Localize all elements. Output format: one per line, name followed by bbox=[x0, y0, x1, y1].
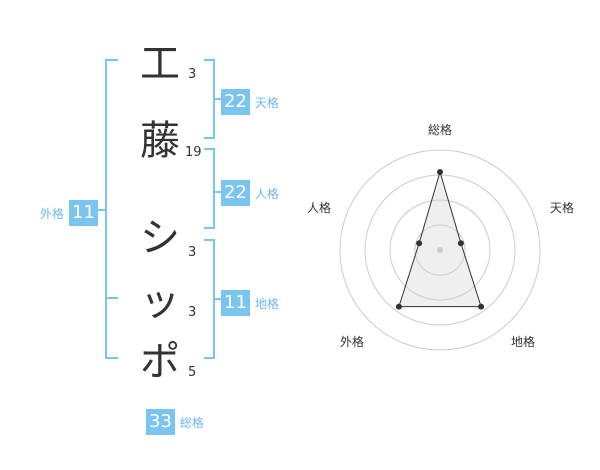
radar-point-1 bbox=[437, 169, 443, 175]
radar-axis-label-jinkaku: 人格 bbox=[307, 201, 332, 215]
stroke-count-1: 3 bbox=[188, 67, 197, 82]
radar-axis-label-chikaku: 地格 bbox=[511, 335, 536, 349]
gaikaku-badge: 11 外格 bbox=[40, 200, 98, 226]
stroke-count-3: 3 bbox=[188, 245, 197, 260]
jinkaku-label: 人格 bbox=[254, 186, 279, 201]
name-char-4: ッ bbox=[140, 279, 180, 325]
jinkaku-value: 22 bbox=[221, 180, 250, 206]
name-char-5: ポ bbox=[140, 339, 180, 385]
chikaku-label: 地格 bbox=[254, 296, 279, 311]
stroke-count-2: 19 bbox=[185, 145, 202, 160]
radar-ring bbox=[389, 199, 491, 301]
soukaku-value: 33 bbox=[146, 409, 175, 435]
jinkaku-bracket bbox=[204, 148, 215, 229]
radar-point-4 bbox=[395, 303, 402, 310]
tenkaku-value: 22 bbox=[221, 89, 250, 115]
radar-point-5 bbox=[416, 240, 423, 247]
gaikaku-label: 外格 bbox=[40, 206, 65, 221]
radar-ring bbox=[414, 224, 466, 276]
tenkaku-label: 天格 bbox=[254, 95, 279, 110]
name-char-3: シ bbox=[140, 215, 180, 261]
stroke-count-4: 3 bbox=[188, 305, 197, 320]
name-char-1: 工 bbox=[140, 41, 180, 87]
radar-center-dot bbox=[437, 247, 443, 253]
chikaku-badge: 11 地格 bbox=[221, 290, 279, 316]
name-char-2: 藤 bbox=[140, 118, 180, 164]
radar-series-polygon bbox=[398, 170, 482, 308]
radar-point-2 bbox=[457, 240, 464, 247]
radar-axis-label-soukaku: 総格 bbox=[428, 123, 453, 137]
soukaku-label: 総格 bbox=[179, 415, 204, 430]
radar-ring bbox=[339, 149, 541, 351]
jinkaku-badge: 22 人格 bbox=[221, 180, 279, 206]
stroke-count-5: 5 bbox=[188, 365, 197, 380]
radar-axis-label-tenkaku: 天格 bbox=[550, 201, 575, 215]
radar-axis-label-gaikaku: 外格 bbox=[340, 335, 365, 349]
soukaku-badge: 33 総格 bbox=[146, 409, 204, 435]
tenkaku-badge: 22 天格 bbox=[221, 89, 279, 115]
radar-point-3 bbox=[478, 303, 485, 310]
gaikaku-value: 11 bbox=[69, 200, 98, 226]
chikaku-value: 11 bbox=[221, 290, 250, 316]
